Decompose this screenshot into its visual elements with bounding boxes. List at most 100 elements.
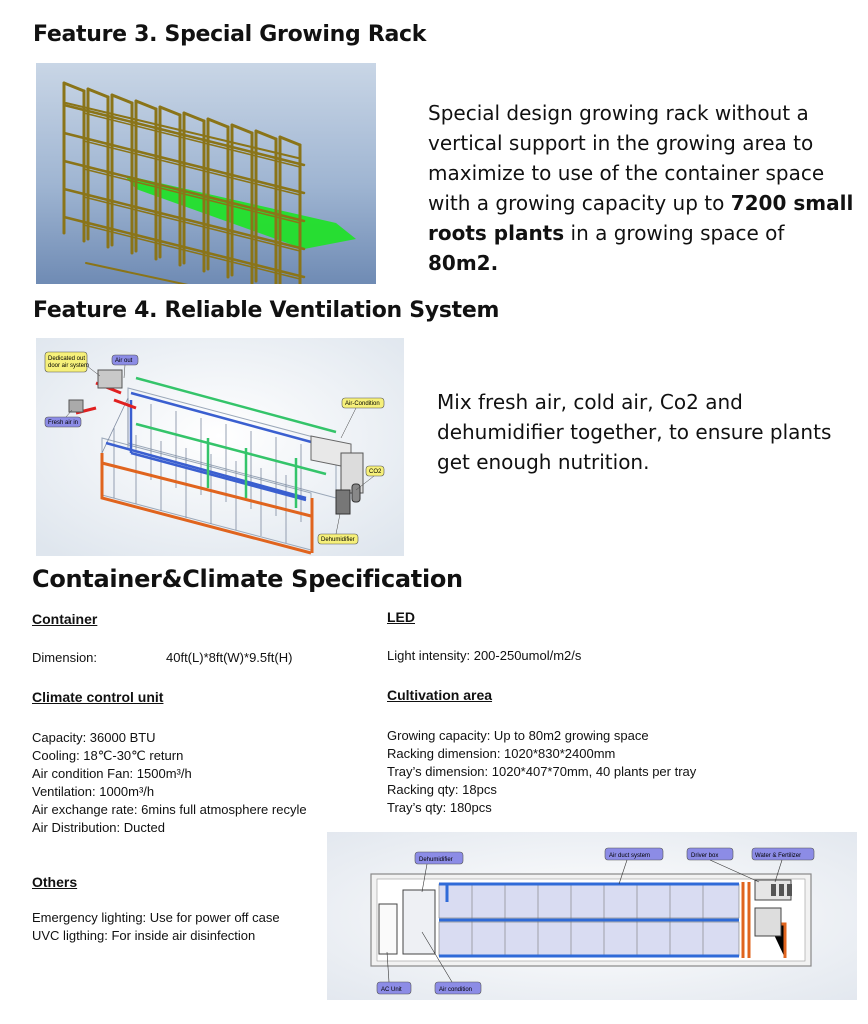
rack-shelf-link (83, 168, 109, 176)
rack-beam (62, 81, 86, 93)
rack-shelf (62, 215, 90, 225)
rack-shelf-link (227, 204, 253, 212)
fp-callout-dehumidifier: Dehumidifier (419, 857, 453, 863)
feature4-description: Mix fresh air, cold air, Co2 and dehumid… (437, 390, 832, 474)
cultivation-line-tray-dim: Tray’s dimension: 1020*407*70mm, 40 plan… (387, 764, 697, 779)
rack-shelf (62, 131, 90, 141)
container-heading: Container (32, 611, 98, 627)
climate-line-ventilation: Ventilation: 1000m³/h (32, 784, 155, 799)
others-line-uvc: UVC ligthing: For inside air disinfectio… (32, 928, 256, 943)
floorplan-render: Dehumidifier Air duct system Driver box … (327, 832, 857, 1000)
rack-shelf (134, 121, 162, 131)
rack-shelf-link (131, 152, 157, 160)
climate-heading: Climate control unit (32, 689, 164, 705)
rack-shelf-link (203, 198, 229, 206)
rack-shelf-link (275, 244, 301, 252)
rack-shelf (134, 233, 162, 243)
rack-shelf-link (131, 180, 157, 188)
rack-shelf (62, 187, 90, 197)
rack-beam (110, 93, 134, 105)
rack-shelf (206, 195, 234, 205)
rack-shelf (230, 257, 258, 267)
rack-shelf (158, 155, 186, 165)
climate-line-exchange: Air exchange rate: 6mins full atmosphere… (32, 802, 307, 817)
dimension-label: Dimension: (32, 650, 98, 665)
led-heading: LED (387, 609, 415, 625)
rack-shelf (254, 151, 282, 161)
rack-shelf-link (83, 140, 109, 148)
rack-shelf-link (275, 188, 301, 196)
rack-shelf (182, 217, 210, 227)
feature3-desc-text-1: Special design growing rack without a ve… (428, 101, 825, 215)
rack-shelf (254, 179, 282, 189)
rack-shelf (278, 157, 306, 167)
rack-shelf-link (107, 202, 133, 210)
callout-air-out: Air out (115, 358, 133, 364)
others-line-emergency: Emergency lighting: Use for power off ca… (32, 910, 280, 925)
rack-shelf (182, 189, 210, 199)
rack-beam (158, 105, 182, 117)
spec-title: Container&Climate Specification (32, 565, 463, 593)
callout-fresh-air-in: Fresh air in (48, 420, 78, 426)
rack-shelf-link (131, 236, 157, 244)
others-spec-list: Emergency lighting: Use for power off ca… (32, 909, 280, 945)
feature3-desc-text-2: in a growing space of (564, 221, 785, 245)
rack-beam (182, 111, 206, 123)
feature3-title: Feature 3. Special Growing Rack (33, 22, 427, 47)
rack-shelf-link (227, 176, 253, 184)
rack-beam (230, 123, 254, 135)
rack-shelf-link (155, 158, 181, 166)
rack-beam (134, 99, 158, 111)
ventilation-illustration: Dedicated out door air system Air out Fr… (36, 338, 404, 556)
climate-line-fan: Air condition Fan: 1500m³/h (32, 766, 192, 781)
rack-shelf (230, 229, 258, 239)
rack-shelf-link (227, 260, 253, 268)
rack-shelf (134, 149, 162, 159)
cultivation-line-tray-qty: Tray’s qty: 180pcs (387, 800, 492, 815)
rack-beam (206, 117, 230, 129)
rack-shelf-link (275, 160, 301, 168)
rack-shelf (62, 103, 90, 113)
rack-shelf-link (203, 254, 229, 262)
rack-shelf-link (179, 220, 205, 228)
rack-shelf (86, 193, 114, 203)
rack-shelf (86, 165, 114, 175)
fp-callout-driver-box: Driver box (691, 853, 718, 859)
cultivation-line-racking-qty: Racking qty: 18pcs (387, 782, 497, 797)
rack-shelf-link (251, 210, 277, 218)
rack-shelf-link (179, 248, 205, 256)
rack-shelf (206, 167, 234, 177)
rack-shelf (134, 205, 162, 215)
rack-shelf (134, 177, 162, 187)
fp-callout-ac-unit: AC Unit (381, 987, 402, 993)
rack-shelf (110, 115, 138, 125)
rack-shelf-link (251, 238, 277, 246)
rack-shelf-link (179, 164, 205, 172)
rack-shelf (158, 211, 186, 221)
climate-spec-list: Capacity: 36000 BTU Cooling: 18℃-30℃ ret… (32, 729, 307, 837)
feature3-desc-bold-2: 80m2. (428, 251, 499, 275)
rack-shelf-link (131, 208, 157, 216)
rack-shelf-link (227, 148, 253, 156)
rack-shelf-link (131, 124, 157, 132)
rack-shelf-link (83, 224, 109, 232)
rack-shelf-link (107, 146, 133, 154)
callout-dedicated-line2: door air system (48, 363, 89, 369)
growing-rack-illustration (36, 63, 376, 284)
rack-shelf-link (155, 186, 181, 194)
rack-shelf-link (83, 196, 109, 204)
climate-line-capacity: Capacity: 36000 BTU (32, 730, 156, 745)
rack-shelf (230, 201, 258, 211)
rack-shelf (206, 223, 234, 233)
rack-shelf-link (179, 136, 205, 144)
rack-shelf (254, 207, 282, 217)
rack-shelf (86, 109, 114, 119)
rack-shelf (182, 245, 210, 255)
rack-shelf (206, 251, 234, 261)
callout-dehumidifier: Dehumidifier (321, 537, 355, 543)
rack-shelf (110, 143, 138, 153)
climate-line-cooling: Cooling: 18℃-30℃ return (32, 748, 184, 763)
others-heading: Others (32, 874, 78, 890)
rack-shelf (278, 269, 306, 279)
rack-shelf-link (251, 182, 277, 190)
